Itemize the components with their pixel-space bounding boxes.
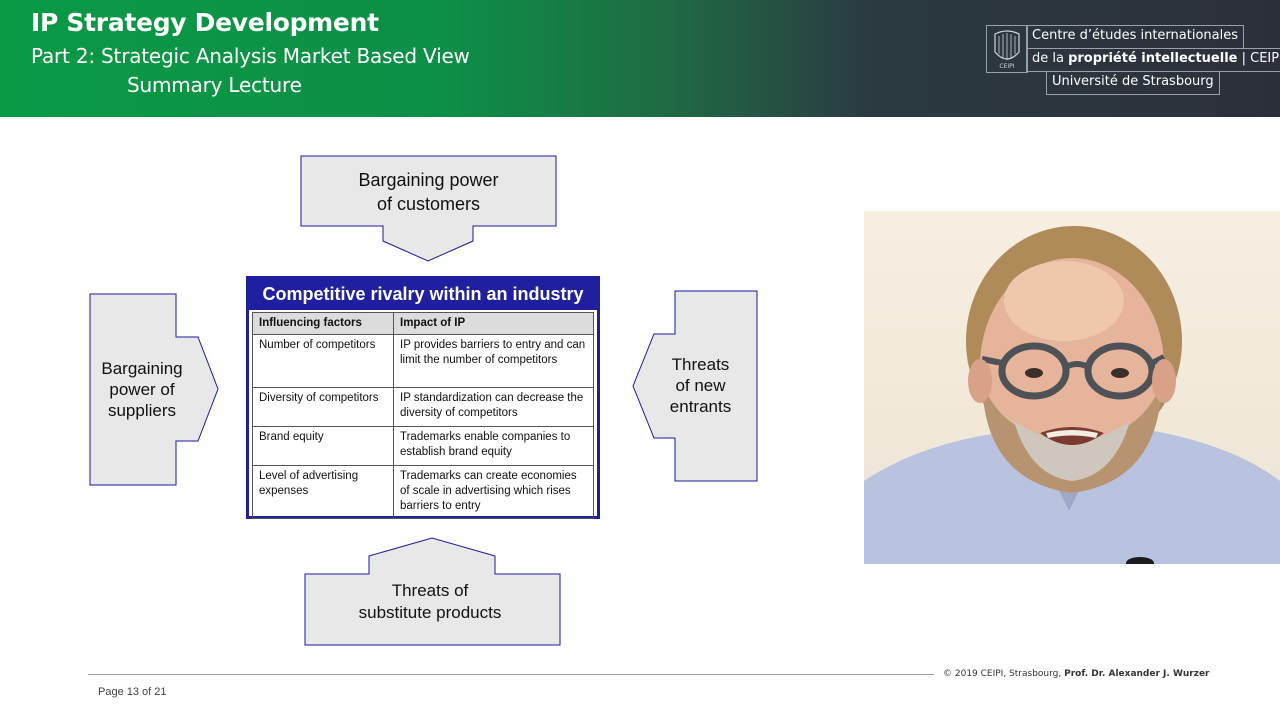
customers-arrow [300,155,557,262]
factor-cell: Level of advertising expenses [252,465,394,519]
suppliers-arrow [89,293,219,486]
footer-divider [88,674,934,675]
suppliers-label: Bargaining power of suppliers [101,359,183,420]
factor-cell: Brand equity [252,426,394,466]
table-header-row: Influencing factors Impact of IP [252,312,594,335]
logo-line-2-suffix: | CEIPI [1237,51,1280,66]
rivalry-title: Competitive rivalry within an industry [249,279,597,310]
speaker-video[interactable] [864,211,1280,564]
factor-cell: Number of competitors [252,334,394,388]
substitutes-arrow [304,537,561,646]
impact-cell: Trademarks enable companies to establish… [393,426,594,466]
table-row: Number of competitors IP provides barrie… [252,334,594,388]
page-number: Page 13 of 21 [98,686,167,698]
header-banner: IP Strategy Development Part 2: Strategi… [0,0,1280,117]
rivalry-box: Competitive rivalry within an industry I… [246,276,600,519]
slide-subtitle-2: Summary Lecture [127,73,302,97]
logo-line-3: Université de Strasbourg [1046,72,1220,95]
impact-cell: Trademarks can create economies of scale… [393,465,594,519]
copyright-notice: © 2019 CEIPI, Strasbourg, Prof. Dr. Alex… [943,669,1210,679]
factor-cell: Diversity of competitors [252,387,394,427]
substitutes-label: Threats of substitute products [358,581,502,622]
speaker-portrait-icon [864,226,1280,564]
emblem-label: CEIPI [999,63,1014,70]
rivalry-table: Influencing factors Impact of IP Number … [252,312,594,519]
entrants-arrow [632,290,758,482]
ceipi-emblem-icon: CEIPI [986,25,1028,73]
copyright-author: Prof. Dr. Alexander J. Wurzer [1064,669,1210,679]
customers-label: Bargaining power of customers [358,170,499,214]
impact-cell: IP standardization can decrease the dive… [393,387,594,427]
header-impact-of-ip: Impact of IP [393,312,594,335]
table-row: Diversity of competitors IP standardizat… [252,387,594,427]
header-influencing-factors: Influencing factors [252,312,394,335]
logo-line-2: de la propriété intellectuelle | CEIPI [1026,48,1280,72]
slide-subtitle: Part 2: Strategic Analysis Market Based … [31,44,470,68]
table-row: Brand equity Trademarks enable companies… [252,426,594,466]
slide-title: IP Strategy Development [31,8,379,37]
impact-cell: IP provides barriers to entry and can li… [393,334,594,388]
copyright-prefix: © 2019 CEIPI, Strasbourg, [943,669,1065,679]
logo-line-1: Centre d’études internationales [1026,25,1244,48]
table-row: Level of advertising expenses Trademarks… [252,465,594,519]
entrants-label: Threats of new entrants [669,355,732,416]
logo-line-2-bold: propriété intellectuelle [1068,51,1238,66]
logo-line-2-prefix: de la [1032,51,1069,66]
